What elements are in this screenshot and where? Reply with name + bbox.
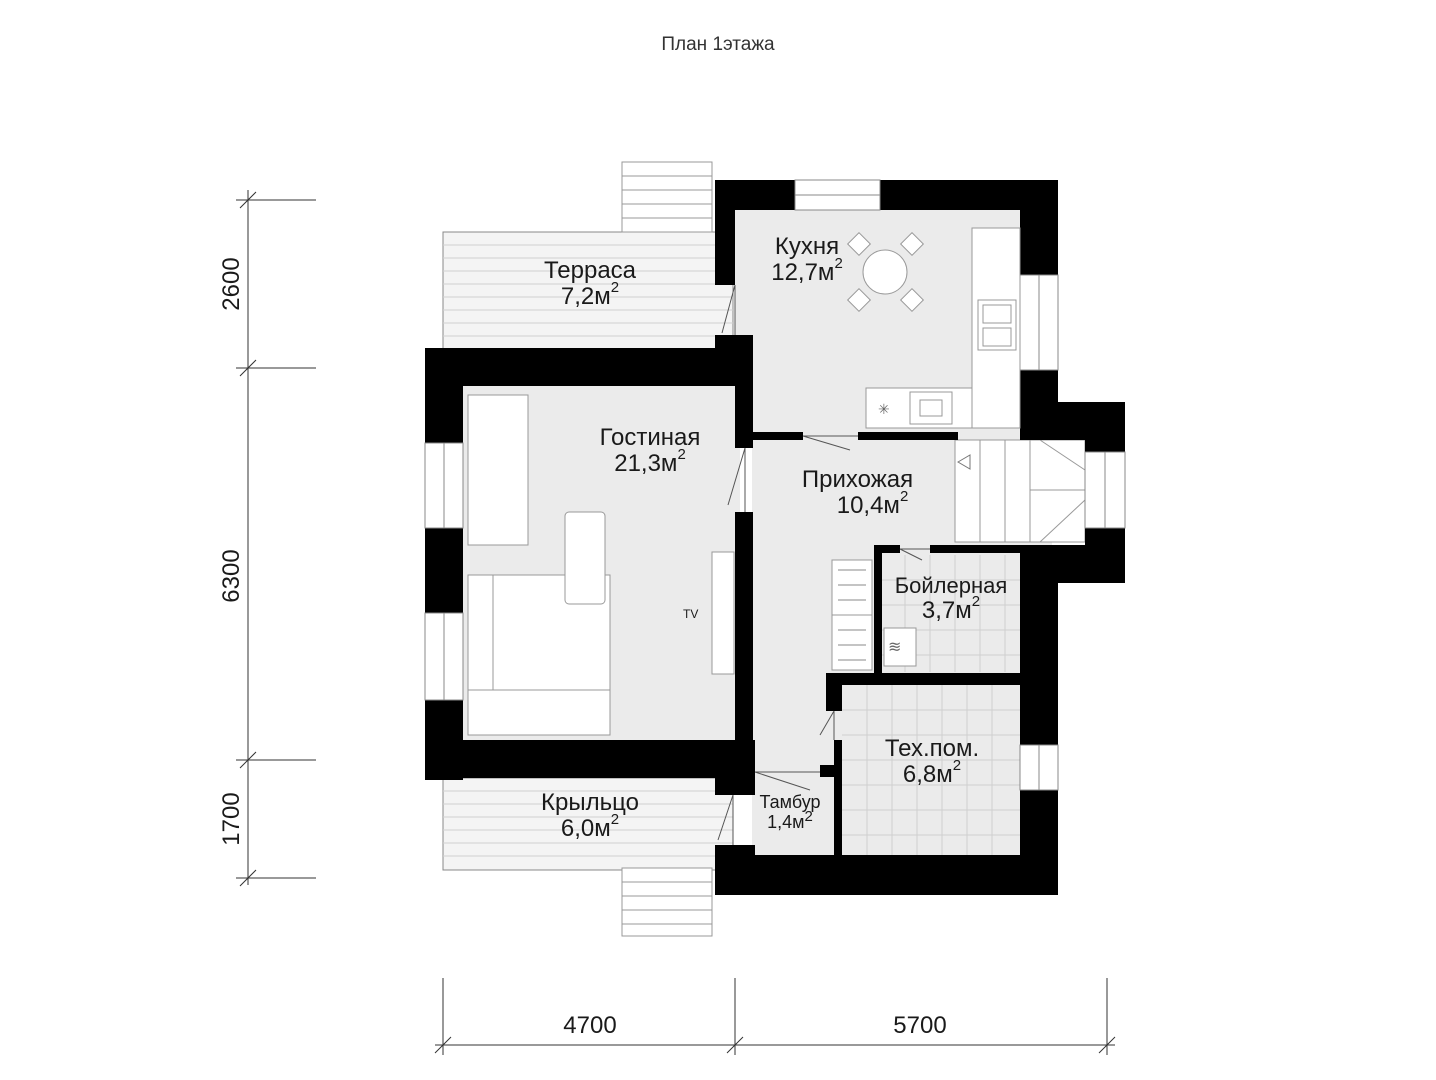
- stairs: [954, 439, 1086, 543]
- room-area: 10,4м2: [780, 489, 935, 520]
- dimension-lines-left: [236, 190, 316, 887]
- room-name: Крыльцо: [541, 789, 639, 816]
- room-label-tech: Тех.пом. 6,8м2: [862, 735, 1002, 789]
- dim-bottom-right: 5700: [893, 1012, 947, 1039]
- boiler-wave-icon: ≋: [888, 637, 901, 656]
- area-sup: 2: [610, 811, 620, 829]
- room-label-porch: Крыльцо 6,0м2: [520, 789, 660, 843]
- area-sup: 2: [899, 488, 909, 506]
- windows: [424, 179, 1126, 791]
- room-label-vestibule: Тамбур 1,4м2: [748, 792, 832, 833]
- dim-left-middle: 6300: [218, 549, 245, 603]
- room-area: 21,3м2: [575, 447, 725, 478]
- porch-deck: [442, 777, 734, 871]
- terrace-deck: [442, 231, 734, 350]
- room-area: 12,7м2: [752, 256, 862, 287]
- tv-label: TV: [683, 607, 699, 621]
- doors: [717, 284, 930, 845]
- area-sup: 2: [952, 757, 962, 775]
- room-name: Терраса: [543, 257, 637, 284]
- area-value: 7,2м: [560, 283, 611, 311]
- area-sup: 2: [834, 255, 843, 273]
- area-value: 10,4м: [836, 492, 900, 520]
- room-name: Прихожая: [801, 466, 914, 493]
- room-name: Бойлерная: [894, 573, 1008, 598]
- tech-floor: [842, 685, 1020, 855]
- area-sup: 2: [677, 446, 686, 464]
- room-label-kitchen: Кухня 12,7м2: [752, 233, 862, 287]
- room-name: Тамбур: [759, 792, 821, 812]
- room-name: Кухня: [774, 233, 840, 260]
- area-value: 21,3м: [614, 450, 678, 478]
- room-area: 3,7м2: [880, 593, 1022, 625]
- room-area: 6,8м2: [862, 758, 1002, 789]
- area-value: 3,7м: [921, 597, 972, 625]
- furniture: [467, 227, 1021, 736]
- room-label-living: Гостиная 21,3м2: [575, 424, 725, 478]
- stair-arrow-icon: [957, 454, 971, 470]
- area-value: 6,0м: [560, 815, 611, 843]
- wardrobe-hangers: [838, 569, 866, 661]
- dimension-lines-bottom: [434, 978, 1116, 1055]
- entrance-steps-bottom: [621, 867, 713, 937]
- area-sup: 2: [610, 279, 620, 297]
- dim-bottom-left: 4700: [563, 1012, 617, 1039]
- room-label-hall: Прихожая 10,4м2: [780, 466, 935, 520]
- room-area: 6,0м2: [520, 812, 660, 843]
- area-value: 1,4м: [767, 811, 805, 832]
- plan-title: План 1этажа: [661, 34, 775, 55]
- room-area: 7,2м2: [520, 280, 660, 311]
- dim-left-bottom: 1700: [218, 792, 245, 846]
- area-sup: 2: [804, 807, 813, 825]
- stove-burner-icon: ✳: [878, 402, 890, 418]
- tile-grid: [842, 555, 1020, 855]
- room-label-terrace: Терраса 7,2м2: [520, 257, 660, 311]
- entrance-steps-top: [621, 161, 713, 233]
- walls: [425, 180, 1125, 895]
- room-name: Гостиная: [599, 424, 701, 451]
- room-area: 1,4м2: [748, 808, 832, 833]
- terrace-boards: [443, 244, 733, 337]
- area-sup: 2: [971, 593, 981, 611]
- area-value: 6,8м: [902, 761, 953, 789]
- area-value: 12,7м: [771, 259, 835, 287]
- room-name: Тех.пом.: [884, 735, 980, 762]
- dim-left-top: 2600: [218, 257, 245, 311]
- room-label-boiler: Бойлерная 3,7м2: [880, 573, 1022, 625]
- porch-boards: [443, 790, 733, 857]
